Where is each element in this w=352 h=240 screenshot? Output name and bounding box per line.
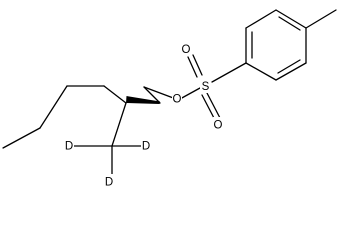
bond-s-o-top-a	[187, 56, 198, 78]
ring-bond-3	[275, 9, 307, 29]
bond-ch2-o	[143, 86, 177, 100]
atom-deuterium-bottom: D	[104, 174, 114, 189]
atom-deuterium-left: D	[64, 138, 74, 153]
chemical-structure-diagram: O S O O D D D	[2, 9, 337, 189]
oxygen-bottom-label: O	[214, 120, 223, 132]
deuterium-bottom-label: D	[105, 177, 113, 189]
ring-double-3	[277, 59, 301, 74]
bond-ch2-ch2	[143, 86, 161, 104]
atom-deuterium-right: D	[141, 138, 151, 153]
sulfur-label: S	[202, 81, 210, 93]
bond-cd3	[111, 102, 127, 147]
ring-double-2	[278, 16, 301, 31]
ring-bond-2	[245, 9, 277, 29]
bond-s-o-top-b	[192, 54, 203, 76]
bond-chain-4	[103, 85, 127, 104]
bond-chain-1	[2, 127, 41, 149]
atom-oxygen-top: O	[181, 42, 191, 56]
atom-oxygen-bottom: O	[213, 117, 223, 132]
atom-sulfur: S	[200, 78, 211, 93]
wedge-bond	[126, 96, 160, 104]
deuterium-left-label: D	[65, 141, 73, 153]
ring-bond-6	[245, 62, 277, 81]
bond-s-o-bottom-a	[201, 94, 216, 121]
atom-oxygen-ester: O	[172, 91, 182, 106]
oxygen-ester-label: O	[173, 94, 182, 106]
bond-methyl	[305, 9, 337, 29]
oxygen-top-label: O	[182, 44, 191, 56]
bond-s-ring	[211, 62, 247, 83]
deuterium-right-label: D	[142, 141, 150, 153]
ring-bond-5	[275, 62, 307, 81]
bond-o-s	[179, 87, 201, 100]
bond-s-o-bottom-b	[206, 92, 221, 119]
bond-chain-2	[39, 85, 68, 129]
